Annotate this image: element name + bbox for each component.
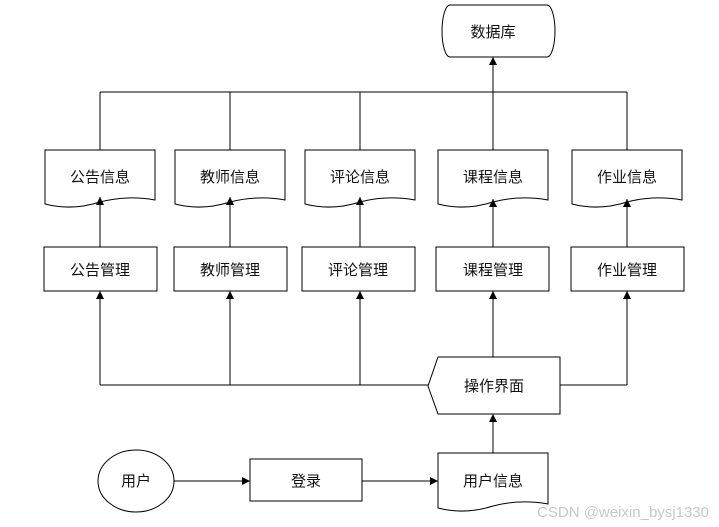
database-shape bbox=[441, 4, 556, 58]
user-label: 用户 bbox=[121, 472, 151, 490]
database-node bbox=[441, 4, 556, 58]
doc-label-announcement: 公告信息 bbox=[70, 168, 130, 186]
doc-label-comment: 评论信息 bbox=[330, 168, 390, 186]
interface-label: 操作界面 bbox=[464, 377, 524, 395]
manager-label-assignment: 作业管理 bbox=[597, 261, 657, 279]
database-label: 数据库 bbox=[470, 23, 515, 41]
manager-label-announcement: 公告管理 bbox=[70, 261, 130, 279]
doc-label-course: 课程信息 bbox=[463, 168, 523, 186]
manager-label-comment: 评论管理 bbox=[328, 261, 388, 279]
manager-label-course: 课程管理 bbox=[463, 261, 523, 279]
login-box bbox=[249, 458, 363, 502]
user-info-label: 用户信息 bbox=[463, 472, 523, 490]
manager-label-teacher: 教师管理 bbox=[200, 261, 260, 279]
doc-label-assignment: 作业信息 bbox=[597, 168, 657, 186]
doc-label-teacher: 教师信息 bbox=[200, 168, 260, 186]
user-info-shape bbox=[437, 452, 549, 512]
watermark: CSDN @weixin_bysj1330 bbox=[537, 504, 709, 521]
login-label: 登录 bbox=[291, 472, 321, 490]
interface-shape bbox=[427, 356, 561, 415]
bus-top bbox=[99, 91, 628, 150]
